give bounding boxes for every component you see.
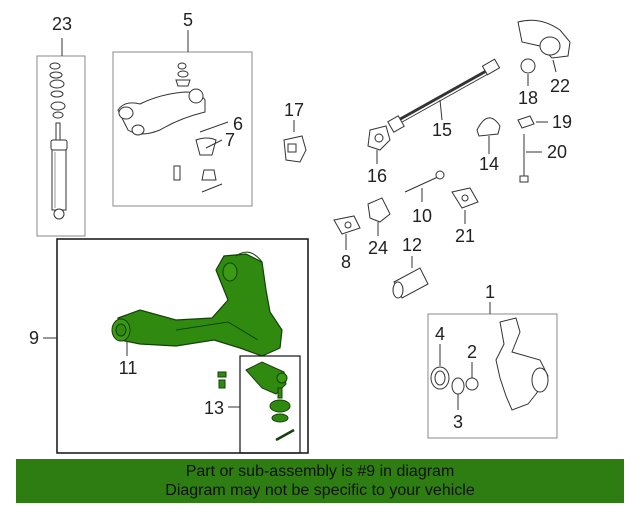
part-5-upper-control-arm[interactable]: [112, 30, 253, 207]
callout-14[interactable]: 14: [479, 154, 499, 174]
callout-23[interactable]: 23: [52, 14, 72, 34]
callout-12[interactable]: 12: [402, 235, 422, 255]
callout-8[interactable]: 8: [341, 252, 351, 272]
part-9-frame: [56, 238, 309, 454]
part-21-bracket[interactable]: [451, 187, 479, 224]
part-23-shock-absorber[interactable]: [36, 38, 86, 237]
callout-10[interactable]: 10: [412, 206, 432, 226]
callout-21[interactable]: 21: [455, 226, 475, 246]
part-5-frame: [112, 51, 253, 207]
callout-16[interactable]: 16: [367, 166, 387, 186]
lower-control-arm-shape: [117, 253, 283, 357]
part-16-torsion-bar-anchor[interactable]: [367, 125, 391, 164]
part-20-bolt[interactable]: [519, 134, 542, 183]
callout-7[interactable]: 7: [225, 130, 235, 150]
part-9-lower-control-arm[interactable]: [43, 238, 309, 454]
callout-24[interactable]: 24: [368, 238, 388, 258]
callout-11[interactable]: 11: [119, 358, 138, 378]
callout-19[interactable]: 19: [552, 112, 572, 132]
callout-22[interactable]: 22: [550, 76, 570, 96]
part-8-bracket[interactable]: [333, 215, 361, 250]
part-13-ball-joint[interactable]: [217, 355, 301, 454]
banner-line-1: Part or sub-assembly is #9 in diagram: [185, 463, 455, 480]
callout-4[interactable]: 4: [435, 324, 445, 344]
callout-2[interactable]: 2: [467, 342, 477, 362]
part-1-steering-knuckle[interactable]: [427, 302, 558, 439]
callout-5[interactable]: 5: [183, 10, 193, 30]
part-24-bracket[interactable]: [367, 197, 391, 236]
callout-3[interactable]: 3: [453, 412, 463, 432]
callout-9[interactable]: 9: [29, 328, 39, 348]
part-12-bushing[interactable]: [392, 256, 429, 299]
callout-18[interactable]: 18: [518, 88, 538, 108]
callout-15[interactable]: 15: [432, 120, 452, 140]
info-banner: Part or sub-assembly is #9 in diagram Di…: [16, 459, 624, 503]
callout-6[interactable]: 6: [233, 114, 243, 134]
part-14-bumper[interactable]: [476, 117, 501, 154]
callout-20[interactable]: 20: [547, 142, 567, 162]
callout-13[interactable]: 13: [204, 398, 224, 418]
part-23-frame: [36, 55, 86, 237]
part-22-crossmember[interactable]: [517, 19, 571, 73]
callout-1[interactable]: 1: [485, 282, 495, 302]
banner-line-2: Diagram may not be specific to your vehi…: [165, 482, 475, 499]
part-19-nut[interactable]: [517, 115, 548, 129]
part-17-bump-stop[interactable]: [283, 120, 307, 163]
part-15-torsion-bar[interactable]: [387, 58, 501, 133]
part-10-bolt[interactable]: [404, 170, 445, 202]
part-18-bushing[interactable]: [520, 58, 536, 86]
part-1-frame: [427, 313, 558, 439]
callout-17[interactable]: 17: [284, 100, 304, 120]
part-13-frame: [239, 355, 301, 454]
callout-labels: 23 5 6 7 17 15 16 14 22 18 19 20 10 21 8…: [29, 10, 572, 432]
